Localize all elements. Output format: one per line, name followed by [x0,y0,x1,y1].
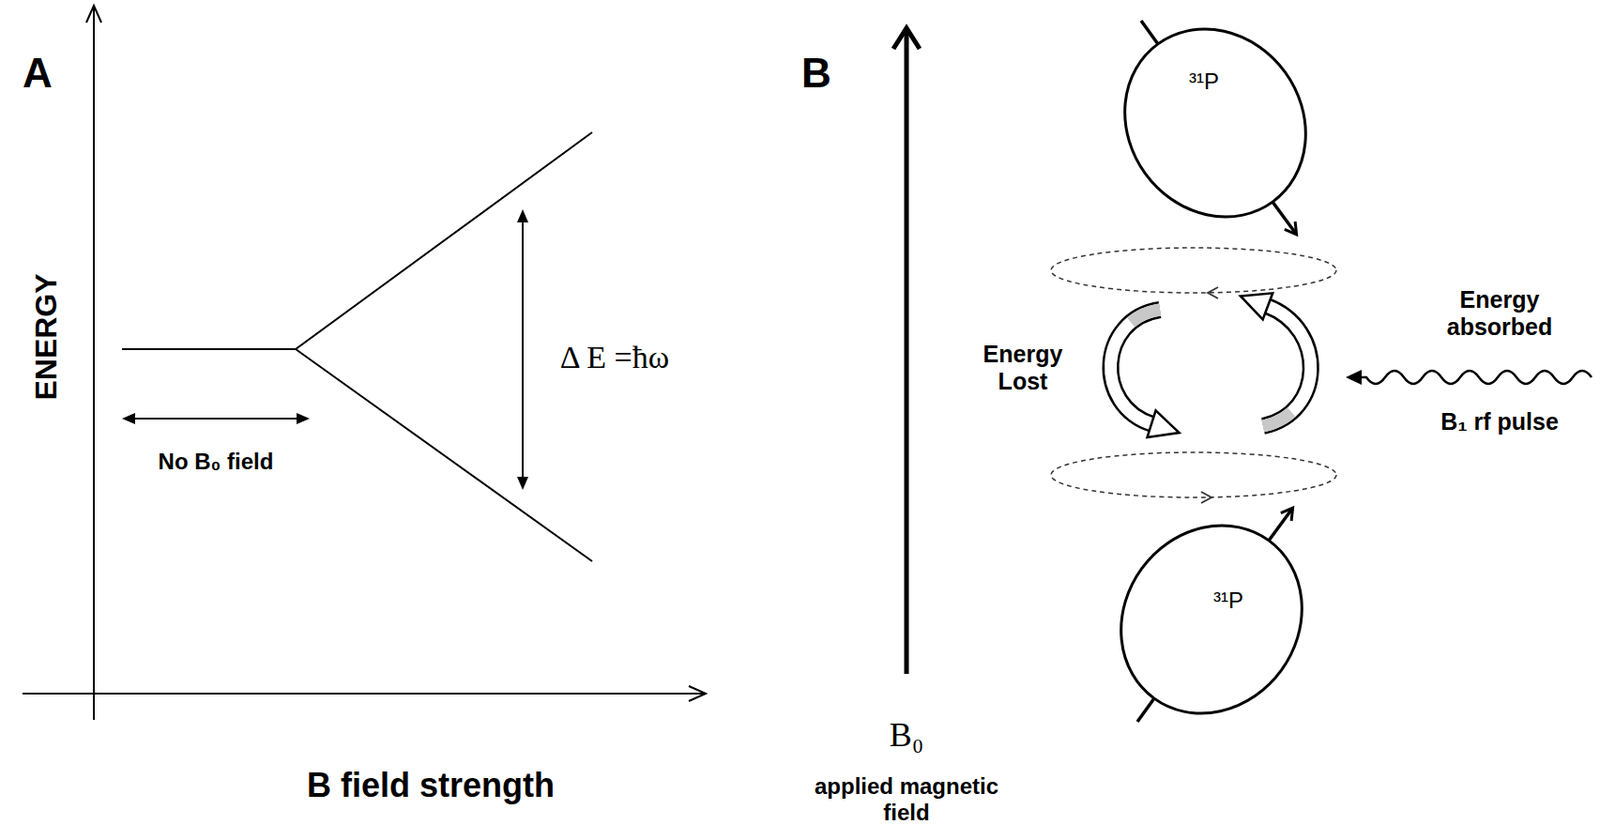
spin-axis-arrow [1272,201,1296,234]
field-axis [22,692,704,695]
arrow-label: Energy Lost [971,340,1075,396]
nucleus-shape [1083,489,1339,749]
field-symbol: B₀ [889,716,925,755]
arrowhead [893,28,920,49]
axis-title: ENERGY [29,273,64,400]
energy-lost-arrow [1111,309,1160,425]
energy-gap-arrow [521,217,524,482]
nucleus-outline [1113,21,1317,225]
panel-letter: B [801,49,832,98]
upper-energy-level [121,132,593,350]
arrow-label: Energy absorbed [1433,286,1566,341]
nucleus-ellipse: ³¹P [1110,518,1313,721]
orbit-arrowhead [1207,287,1219,299]
nucleus-ellipse: ³¹P [1113,21,1317,225]
pulse-label: B₁ rf pulse [1440,408,1559,436]
spin-axis-stub [1141,20,1159,45]
arrowhead [517,209,529,223]
axis-title: B field strength [306,765,555,805]
energy-axis [92,7,95,720]
axis-arrowhead [86,5,102,23]
arrowhead [517,476,529,490]
arrowhead [296,412,310,425]
spin-axis-stub [1137,698,1155,722]
panel-letter: A [22,49,53,98]
field-label: applied magnetic field [793,773,1020,825]
energy-absorbed-arrow-outline [1263,305,1311,427]
energy-lost-arrow-outline [1111,309,1160,425]
energy-absorbed-arrow-shade [1263,305,1311,427]
axis-arrowhead [688,685,706,701]
nucleus-label: ³¹P [1188,68,1220,95]
arrowhead [121,412,136,425]
energy-lost-arrow-shade [1111,309,1160,425]
orbit-arrowhead [1201,491,1212,503]
spin-axis-arrow [1268,508,1293,541]
b0-field-arrow [904,31,910,674]
nucleus-label: ³¹P [1213,587,1244,614]
nucleus-outline [1110,518,1313,721]
nucleus-shape [1087,0,1342,253]
no-field-range-arrow [131,417,301,420]
rf-pulse-wave [1356,370,1592,384]
arrowhead [1345,369,1362,385]
precession-orbit [1051,452,1337,498]
energy-gap-equation: Δ E =ħω [560,338,670,376]
precession-orbit [1051,247,1337,293]
energy-absorbed-arrow [1263,305,1311,427]
range-label: No B₀ field [158,448,275,475]
lower-energy-level [295,349,593,562]
